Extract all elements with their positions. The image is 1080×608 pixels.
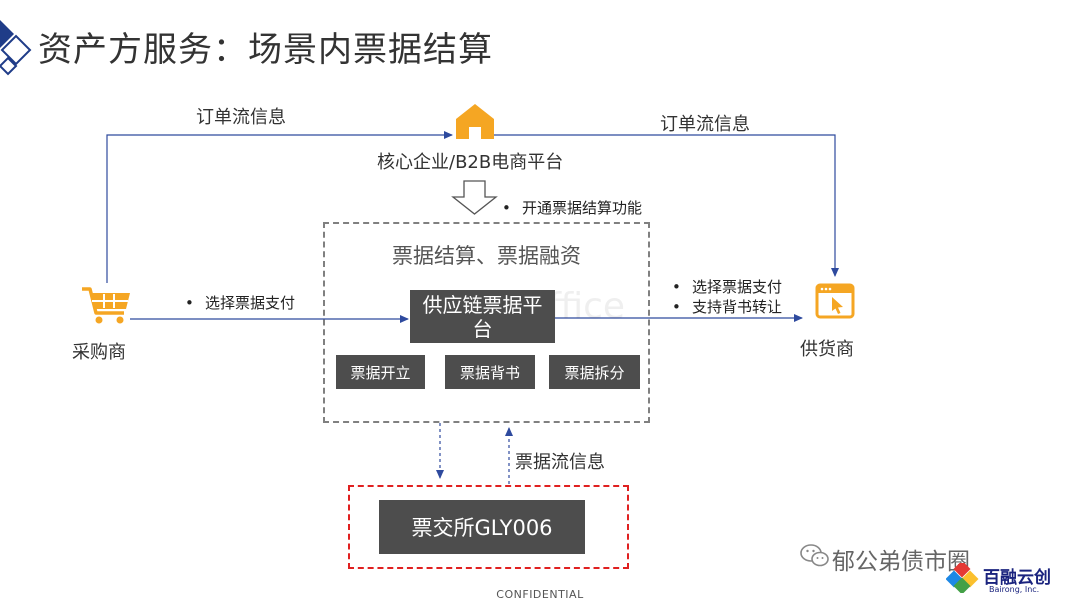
exchange-box: 票交所GLY006 bbox=[379, 500, 585, 554]
supplier-bullet-item: 支持背书转让 bbox=[670, 297, 782, 317]
order-flow-label-left: 订单流信息 bbox=[196, 107, 286, 128]
hollow-down-arrow bbox=[451, 180, 498, 215]
supplier-bullet-item: 选择票据支付 bbox=[670, 277, 782, 297]
order-flow-line-left bbox=[106, 131, 453, 283]
brand-name: 百融云创 bbox=[983, 568, 1051, 588]
function-box-endorse: 票据背书 bbox=[445, 355, 535, 389]
core-enterprise-label: 核心企业/B2B电商平台 bbox=[377, 152, 564, 173]
corner-decoration bbox=[0, 20, 32, 76]
function-label: 票据拆分 bbox=[564, 363, 625, 382]
brand-subtitle: Bairong, Inc. bbox=[989, 585, 1040, 594]
function-box-split: 票据拆分 bbox=[549, 355, 640, 389]
supplier-bullets: 选择票据支付 支持背书转让 bbox=[670, 277, 782, 317]
wechat-icon bbox=[800, 544, 829, 567]
bill-flow-label: 票据流信息 bbox=[515, 452, 605, 473]
browser-click-icon bbox=[815, 283, 855, 319]
order-flow-line-right bbox=[492, 134, 839, 277]
function-box-issue: 票据开立 bbox=[336, 355, 425, 389]
brand-logo-icon bbox=[946, 563, 979, 593]
watermark-text: 郁公弟债市圈 bbox=[832, 549, 970, 575]
buyer-label: 采购商 bbox=[72, 342, 126, 363]
exchange-container bbox=[348, 485, 629, 569]
buyer-bullet-item: 选择票据支付 bbox=[183, 293, 295, 313]
page-title: 资产方服务：场景内票据结算 bbox=[38, 30, 493, 70]
supplier-label: 供货商 bbox=[800, 339, 854, 360]
function-label: 票据背书 bbox=[459, 363, 520, 382]
platform-center-label: 供应链票据平台 bbox=[422, 292, 543, 341]
order-flow-label-right: 订单流信息 bbox=[660, 114, 750, 135]
confidential-footer: CONFIDENTIAL bbox=[496, 588, 584, 601]
platform-heading: 票据结算、票据融资 bbox=[392, 244, 581, 268]
home-icon bbox=[456, 104, 494, 139]
shopping-cart-icon bbox=[82, 287, 130, 324]
function-label: 票据开立 bbox=[350, 363, 411, 382]
buyer-bullets: 选择票据支付 bbox=[183, 293, 295, 313]
platform-container bbox=[323, 222, 650, 423]
exchange-label: 票交所GLY006 bbox=[411, 516, 553, 540]
supply-chain-platform-box: 供应链票据平台 bbox=[410, 290, 555, 343]
core-bullets: 开通票据结算功能 bbox=[500, 198, 642, 218]
core-bullet-item: 开通票据结算功能 bbox=[500, 198, 642, 218]
